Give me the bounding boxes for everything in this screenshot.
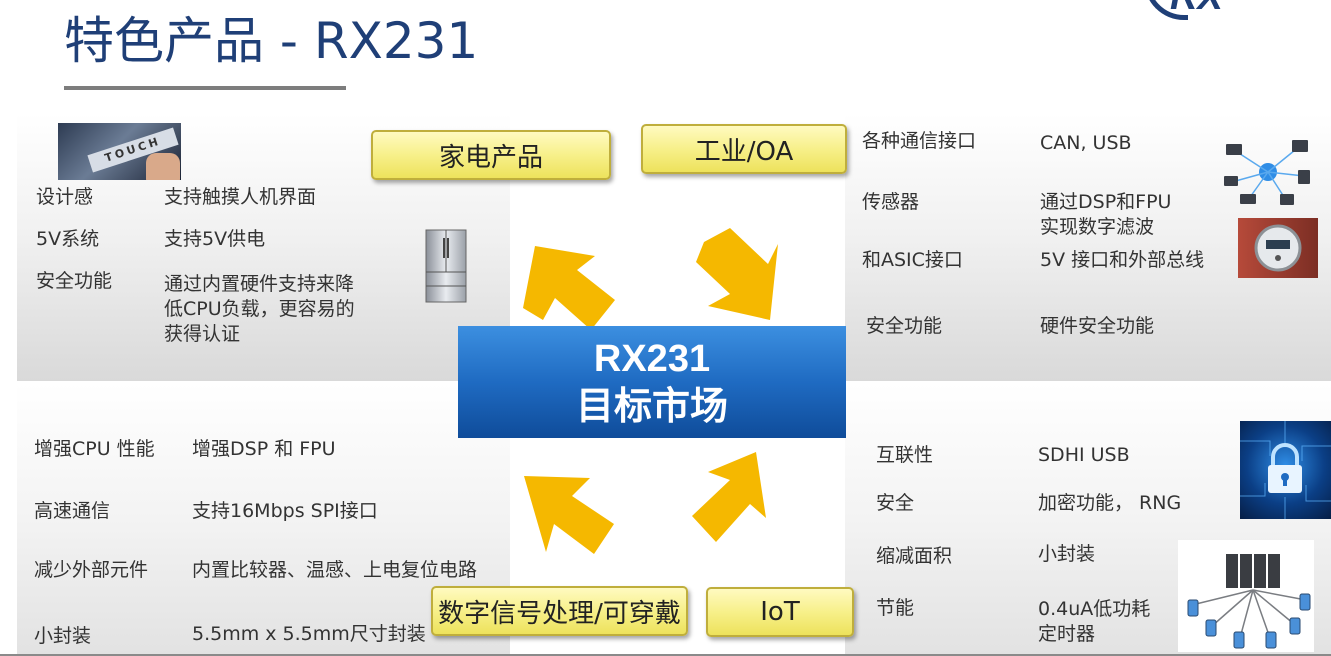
br-value-power-2: 定时器 <box>1038 623 1096 645</box>
tl-value-safety-3: 获得认证 <box>164 323 241 345</box>
title-underline <box>64 86 346 90</box>
tr-value-asic: 5V 接口和外部总线 <box>1040 249 1205 271</box>
bl-value-components: 内置比较器、温感、上电复位电路 <box>192 559 478 581</box>
br-value-security: 加密功能， RNG <box>1038 492 1182 514</box>
br-value-power-1: 0.4uA低功耗 <box>1038 598 1151 620</box>
tr-label-sensor: 传感器 <box>862 191 920 213</box>
security-lock-image <box>1240 421 1331 519</box>
target-market-box: RX231 目标市场 <box>458 326 846 438</box>
br-label-power: 节能 <box>876 597 915 619</box>
panel-dsp-wearable <box>17 383 510 656</box>
rx-logo: RX <box>1136 0 1276 24</box>
bl-label-package: 小封装 <box>34 625 92 647</box>
tr-value-sensor-1: 通过DSP和FPU <box>1040 191 1172 213</box>
smart-meter-image <box>1238 218 1318 278</box>
bottom-divider <box>0 654 1331 656</box>
tl-value-safety-1: 通过内置硬件支持来降 <box>164 273 355 295</box>
br-label-connect: 互联性 <box>876 444 934 466</box>
logo-text: RX <box>1170 0 1223 19</box>
tr-value-comm: CAN, USB <box>1040 132 1132 154</box>
tr-value-sensor-2: 实现数字滤波 <box>1040 216 1155 238</box>
network-devices-image <box>1224 140 1310 205</box>
center-title: RX231 <box>593 338 711 380</box>
tr-label-comm: 各种通信接口 <box>862 130 977 152</box>
refrigerator-image <box>425 229 467 303</box>
tl-label-5v: 5V系统 <box>36 228 100 250</box>
br-label-security: 安全 <box>876 492 915 514</box>
br-label-area: 缩减面积 <box>876 545 953 567</box>
arrow-down-left <box>524 476 614 554</box>
br-value-area: 小封装 <box>1038 543 1096 565</box>
tl-value-design: 支持触摸人机界面 <box>164 186 317 208</box>
tl-value-safety-2: 低CPU负载，更容易的 <box>164 298 355 320</box>
arrow-up-right <box>692 452 766 542</box>
bl-label-comm: 高速通信 <box>34 500 111 522</box>
touch-screen-image: TOUCH <box>58 123 181 180</box>
arrow-down-right <box>696 228 778 320</box>
tr-label-asic: 和ASIC接口 <box>862 249 963 271</box>
tag-iot: IoT <box>706 587 854 637</box>
finger-shape <box>146 153 180 180</box>
tag-industrial: 工业/OA <box>641 124 847 174</box>
br-value-connect: SDHI USB <box>1038 444 1130 466</box>
server-cluster-image <box>1178 540 1314 652</box>
bl-value-package: 5.5mm x 5.5mm尺寸封装 <box>192 623 426 645</box>
arrow-up-left <box>523 246 615 330</box>
tag-dsp-wearable: 数字信号处理/可穿戴 <box>431 586 688 636</box>
center-subtitle: 目标市场 <box>575 384 728 428</box>
bl-value-cpu: 增强DSP 和 FPU <box>192 438 336 460</box>
tl-label-design: 设计感 <box>36 186 94 208</box>
page-title: 特色产品 - RX231 <box>64 12 479 70</box>
bl-label-components: 减少外部元件 <box>34 559 149 581</box>
tr-label-safety: 安全功能 <box>866 315 943 337</box>
tl-label-safety: 安全功能 <box>36 270 113 292</box>
tl-value-5v: 支持5V供电 <box>164 228 266 250</box>
tag-appliance: 家电产品 <box>371 130 611 180</box>
bl-value-comm: 支持16Mbps SPI接口 <box>192 500 378 522</box>
tr-value-safety: 硬件安全功能 <box>1040 315 1155 337</box>
bl-label-cpu: 增强CPU 性能 <box>34 438 155 460</box>
